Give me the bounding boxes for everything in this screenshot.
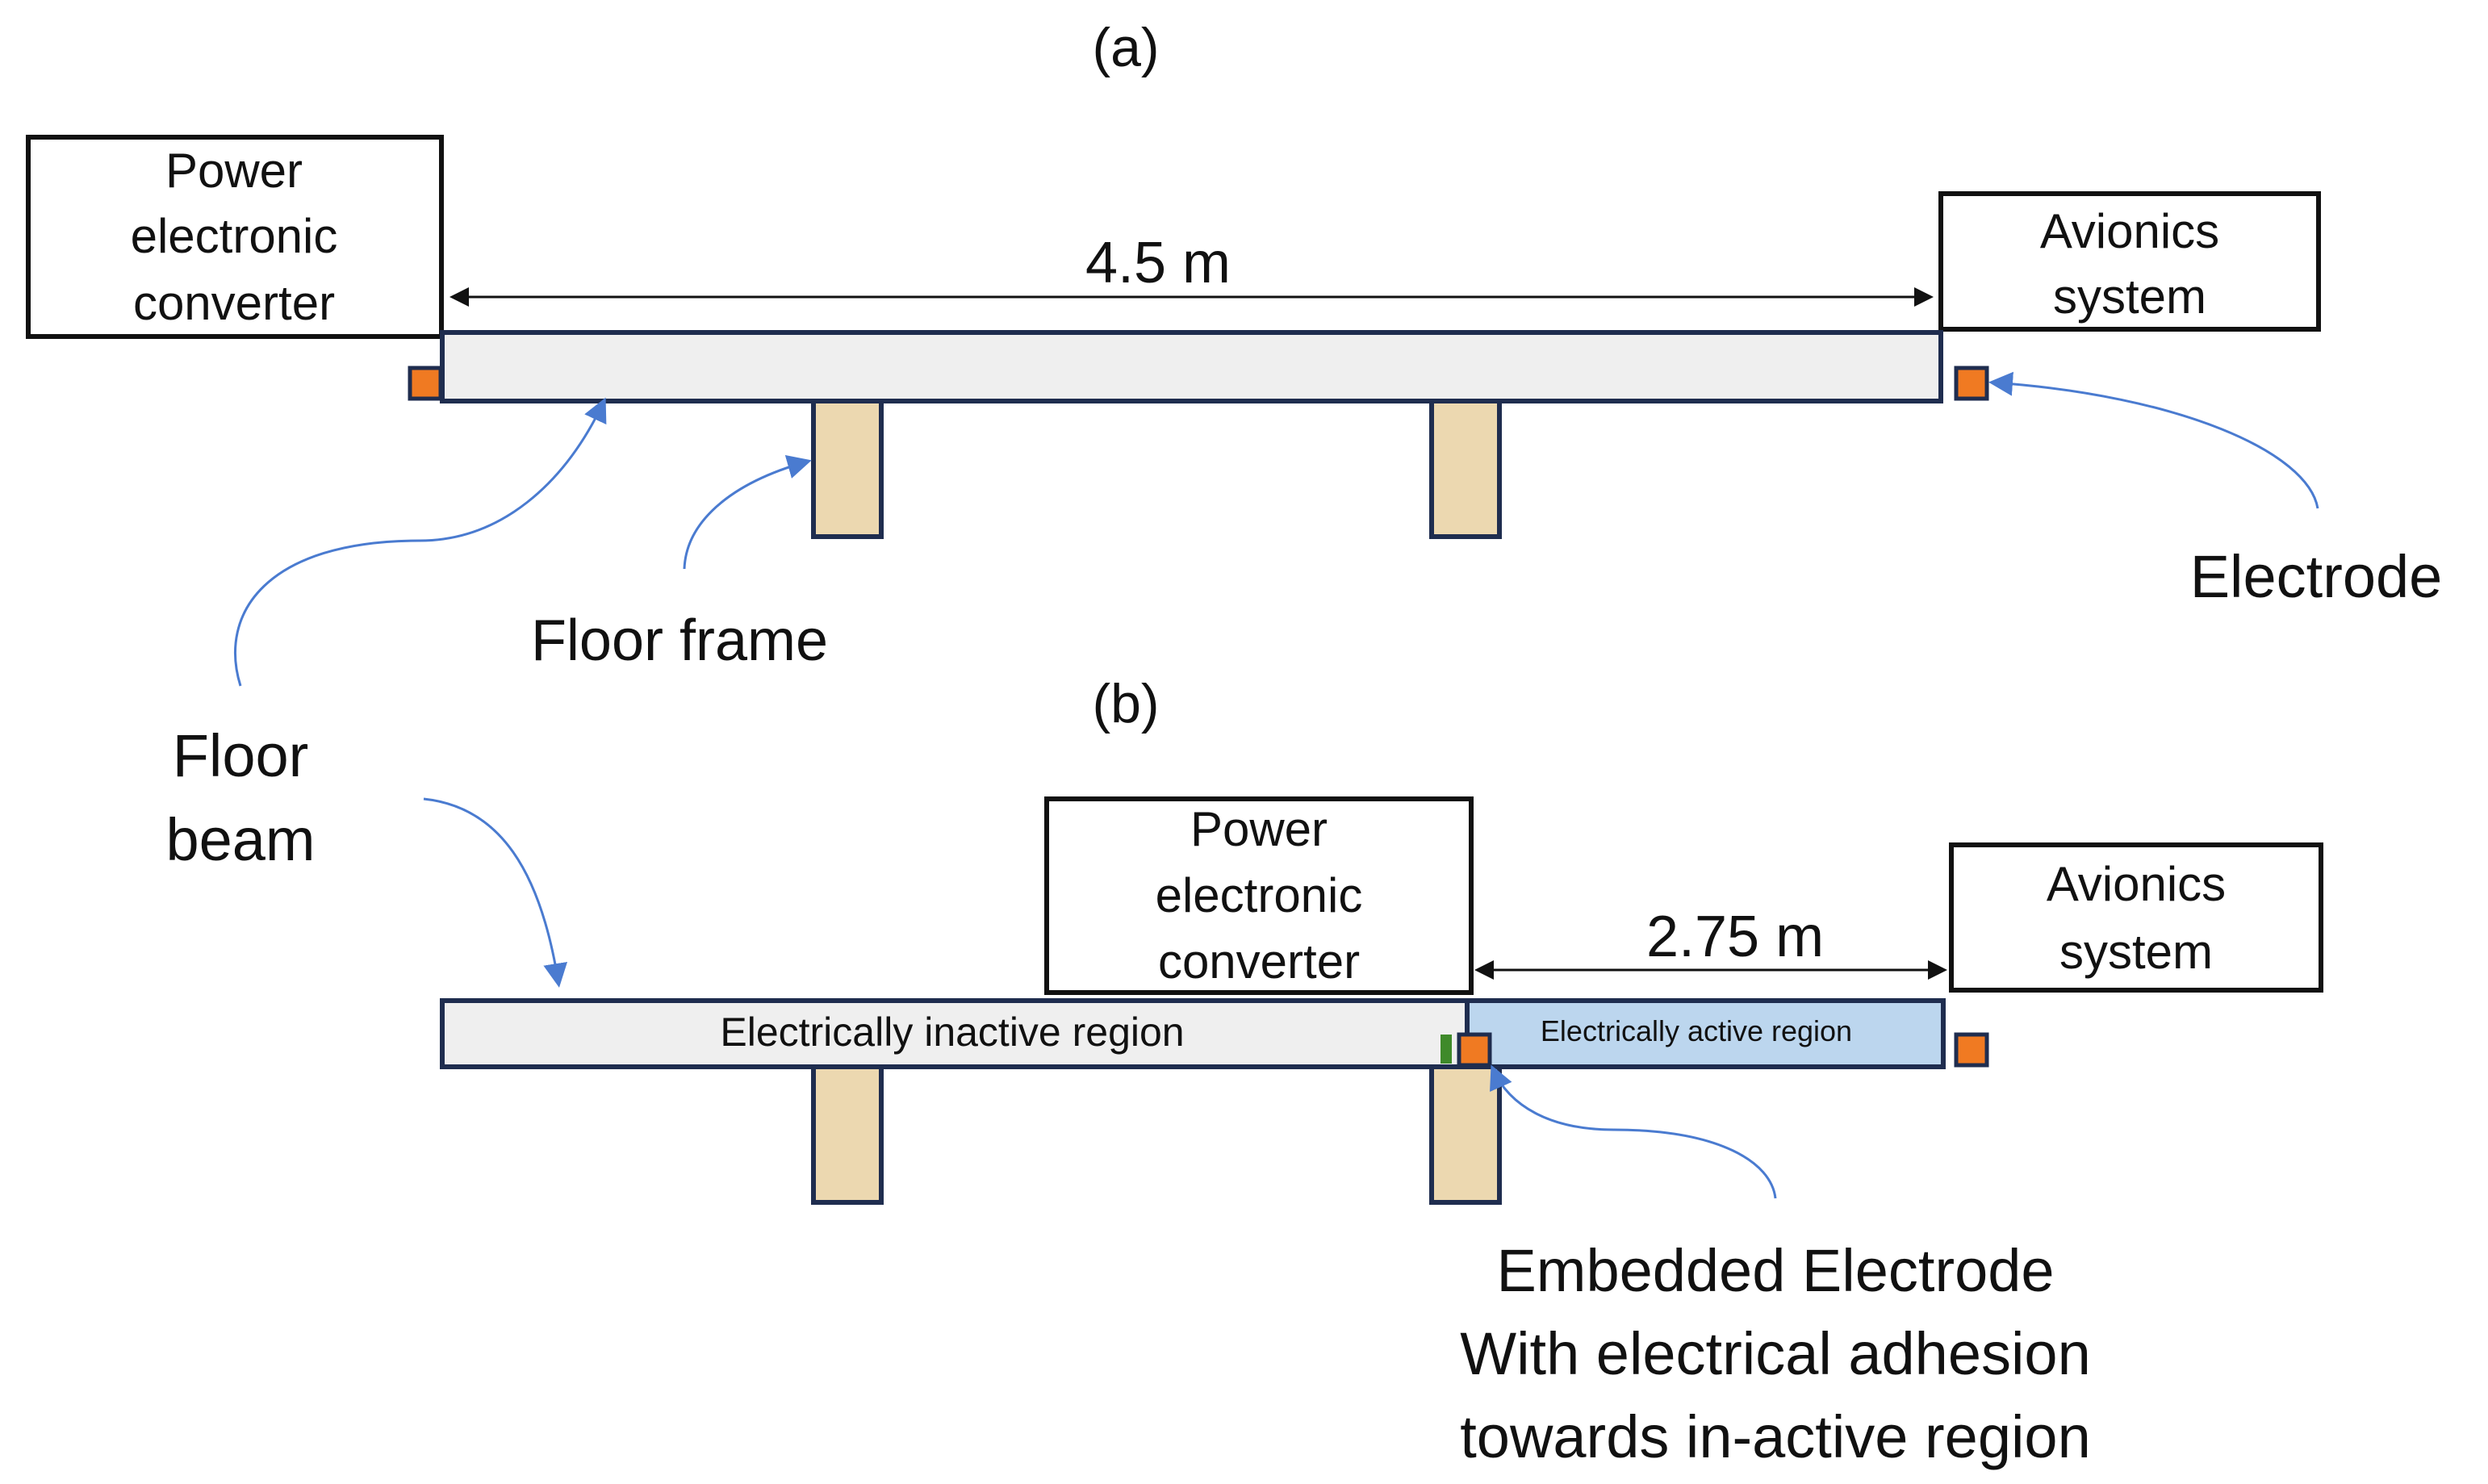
dimension-line-a: 4.5 m	[450, 231, 1934, 307]
active-region	[1465, 998, 1946, 1069]
electrode-b-right	[1954, 1032, 1989, 1068]
panel-b-label: (b)	[1092, 673, 1159, 734]
floor-beam-label-line-2: beam	[165, 806, 315, 873]
floor-beam-a	[440, 330, 1943, 403]
embedded-electrode-label-line-2: With electrical adhesion	[1460, 1320, 2090, 1387]
avionics-box-a: Avionics system	[1938, 191, 2321, 332]
floor-beam-pointer-b	[423, 797, 568, 988]
floor-beam-label-line-1: Floor	[173, 722, 309, 789]
power-converter-box-b: Power electronic converter	[1044, 796, 1474, 995]
avionics-box-a-line-1: Avionics	[2040, 204, 2219, 258]
embedded-electrode-pointer	[1490, 1064, 1777, 1199]
power-box-b-line-3: converter	[1158, 934, 1360, 989]
electrode-a-right	[1954, 366, 1989, 401]
active-region-label: Electrically active region	[1541, 1014, 1852, 1047]
embedded-electrode-label-line-3: towards in-active region	[1460, 1403, 2090, 1470]
embedded-electrode	[1457, 1032, 1492, 1068]
power-box-a-line-3: converter	[133, 276, 335, 330]
power-box-a-line-2: electronic	[131, 209, 338, 263]
panel-b: (b) Power electronic converter Avionics …	[440, 673, 2323, 1205]
avionics-box-b-line-2: system	[2059, 925, 2213, 979]
inactive-region-label: Electrically inactive region	[720, 1010, 1184, 1055]
power-box-a-line-1: Power	[165, 144, 303, 198]
power-box-b-line-2: electronic	[1156, 868, 1363, 922]
avionics-box-a-line-2: system	[2053, 270, 2206, 324]
panel-a: (a) Power electronic converter Avionics …	[26, 17, 2321, 539]
floor-beam-pointer-a	[233, 397, 607, 687]
floor-frame-a-left	[811, 399, 884, 539]
floor-frame-b-right	[1429, 1064, 1502, 1205]
power-box-b-line-1: Power	[1190, 802, 1328, 856]
dimension-label-b: 2.75 m	[1646, 905, 1824, 969]
adhesion-strip	[1441, 1035, 1452, 1064]
floor-frame-label: Floor frame	[531, 608, 828, 673]
power-converter-box-a: Power electronic converter	[26, 135, 444, 339]
dimension-line-b: 2.75 m	[1474, 905, 1947, 980]
floor-frame-a-right	[1429, 399, 1502, 539]
electrode-label: Electrode	[2190, 543, 2443, 610]
embedded-electrode-label-line-1: Embedded Electrode	[1496, 1237, 2054, 1304]
electrode-a-left	[408, 366, 443, 401]
avionics-box-b: Avionics system	[1949, 842, 2323, 993]
electrode-pointer	[1988, 371, 2319, 509]
dimension-label-a: 4.5 m	[1085, 231, 1231, 295]
floor-frame-pointer	[683, 455, 812, 570]
avionics-box-b-line-1: Avionics	[2047, 857, 2226, 911]
panel-a-label: (a)	[1092, 17, 1159, 78]
floor-frame-b-left	[811, 1064, 884, 1205]
callouts: Floor beam Floor frame Electrode Embedde…	[165, 371, 2443, 1470]
